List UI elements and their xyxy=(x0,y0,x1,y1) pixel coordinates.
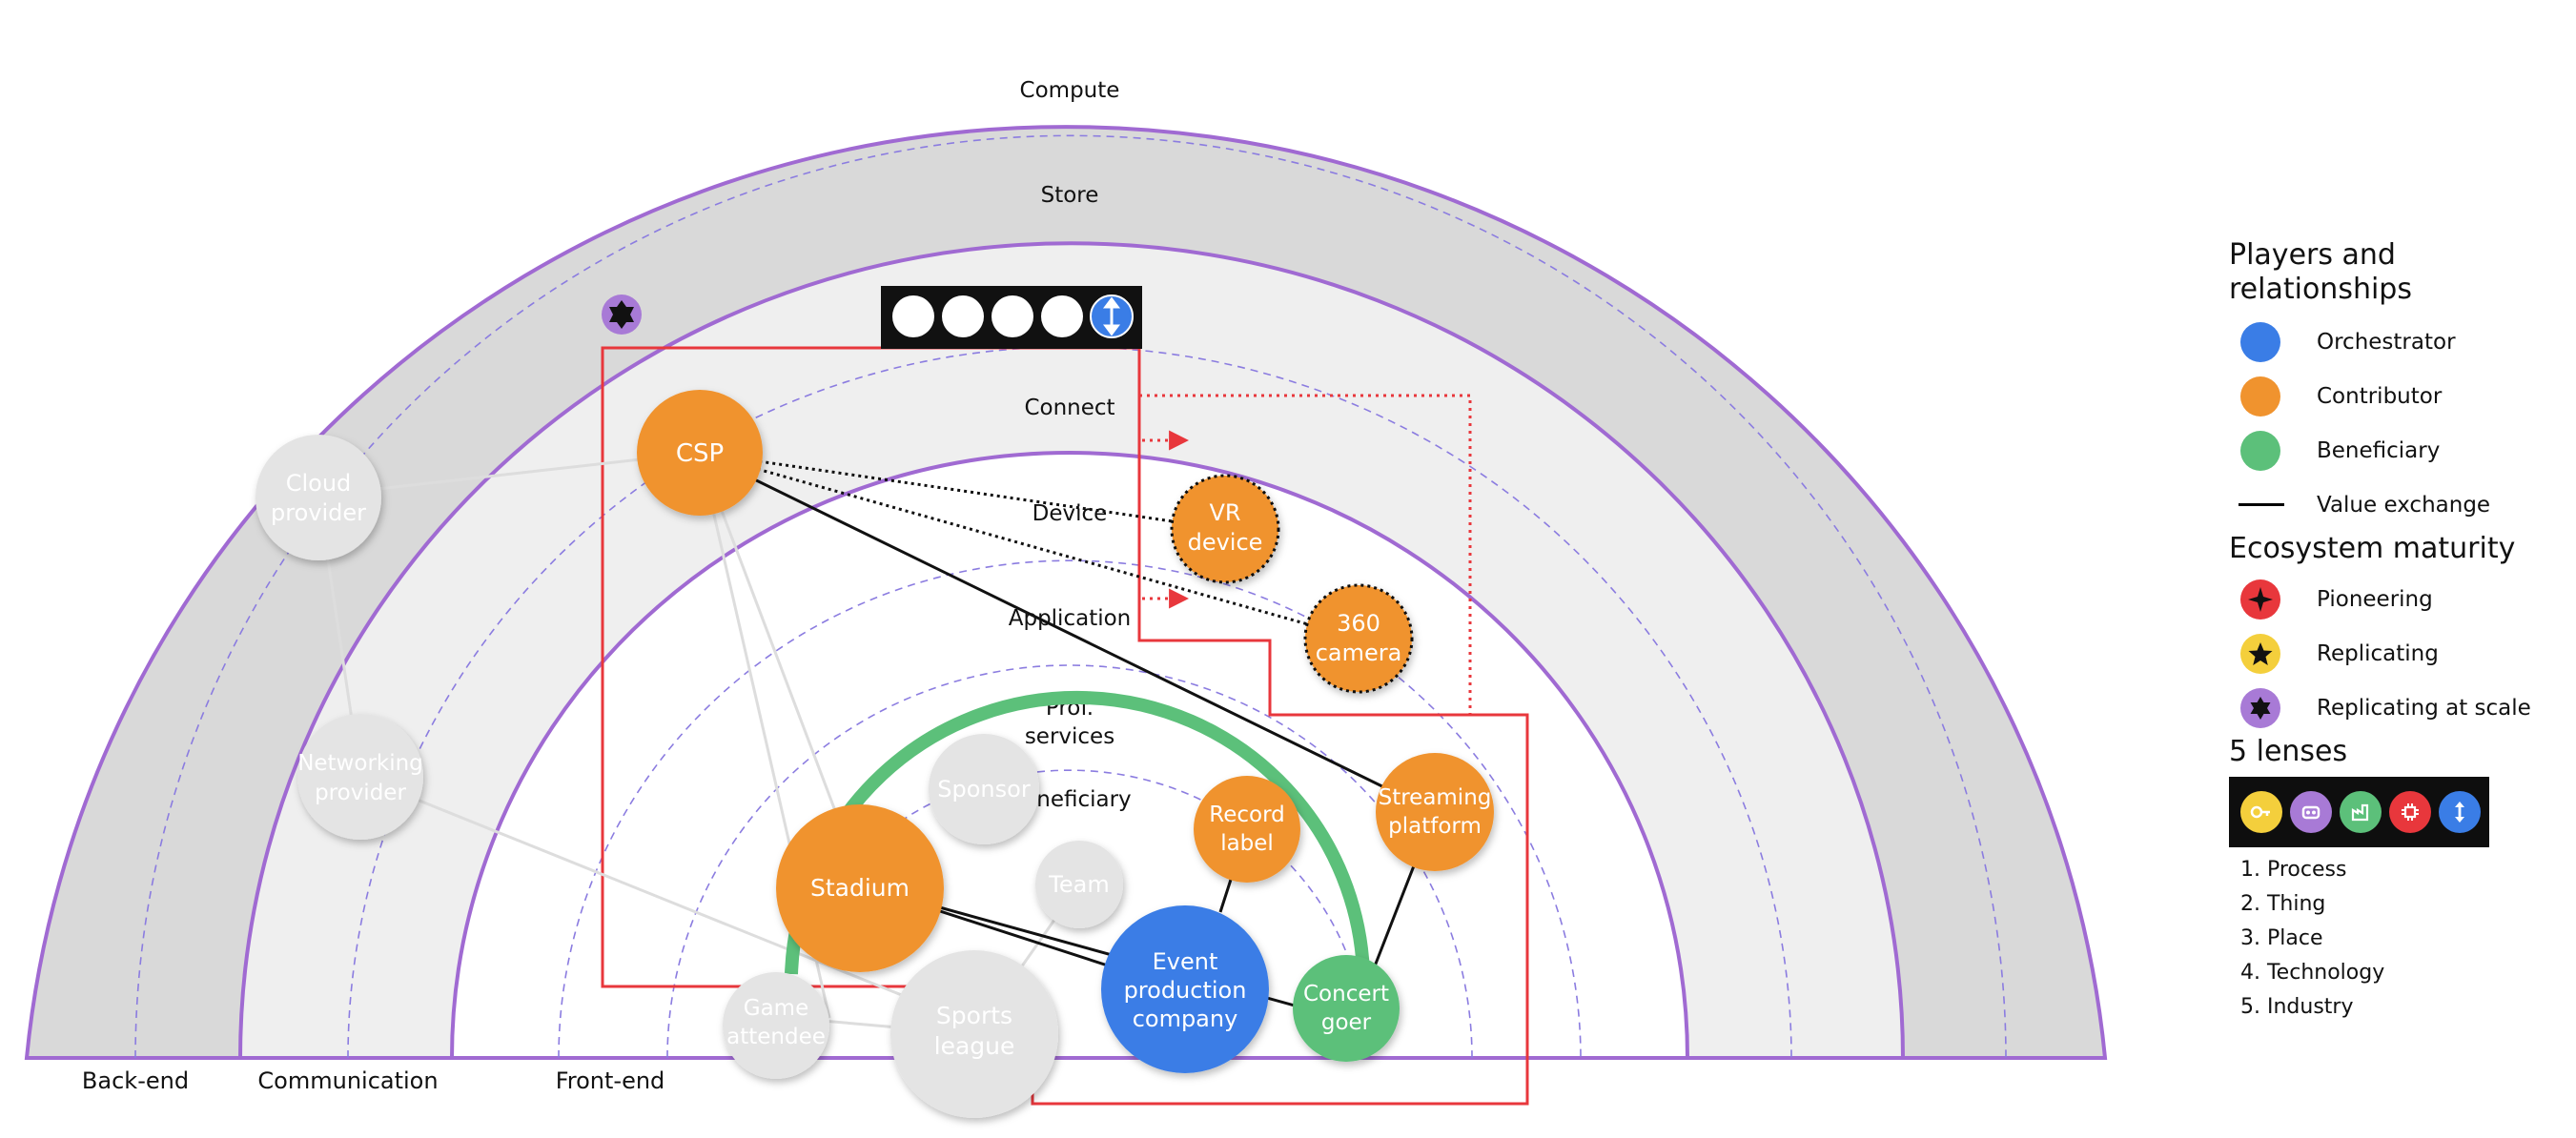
lens-item-process: 1. Process xyxy=(2240,858,2347,882)
legend-item-replicating: Replicating xyxy=(2229,626,2572,681)
node-vr-device: VR device xyxy=(1170,474,1280,584)
lens-item-thing: 2. Thing xyxy=(2240,892,2326,916)
node-game-attendee: Game attendee xyxy=(723,972,829,1079)
future-boundary xyxy=(1139,394,1472,715)
node-label-stadium: Stadium xyxy=(810,874,910,902)
node-label-record-label-2: label xyxy=(1220,831,1274,856)
contributor-swatch xyxy=(2240,376,2280,417)
node-label-networking-provider: Networking xyxy=(297,751,423,776)
five-point-star-icon xyxy=(2240,633,2280,674)
node-label-sports-league: Sports xyxy=(936,1002,1012,1029)
node-label-cloud-provider: Cloud xyxy=(286,470,352,497)
lenses-list: 1. Process 2. Thing 3. Place 4. Technolo… xyxy=(2229,853,2572,1025)
legend: Players and relationships Orchestrator C… xyxy=(2229,238,2572,1025)
legend-item-value-exchange: Value exchange xyxy=(2229,478,2572,532)
node-label-concert-goer: Concert xyxy=(1303,982,1389,1006)
node-sponsor: Sponsor xyxy=(929,734,1039,844)
node-csp: CSP xyxy=(637,390,763,516)
legend-title-maturity: Ecosystem maturity xyxy=(2229,532,2516,565)
node-networking-provider: Networking provider xyxy=(297,714,423,840)
potential-exchange-lines xyxy=(699,451,1360,640)
six-point-star-icon xyxy=(609,300,634,329)
layer-label-store: Store xyxy=(1041,183,1099,208)
bottom-label-front-end: Front-end xyxy=(556,1067,665,1094)
node-label-streaming-platform-2: platform xyxy=(1388,814,1482,839)
layer-label-prof-services-2: services xyxy=(1025,724,1114,749)
bottom-labels: Back-end Communication Front-end xyxy=(82,1067,664,1094)
legend-label-replicating: Replicating xyxy=(2317,640,2439,666)
node-label-game-attendee-2: attendee xyxy=(726,1025,826,1049)
legend-item-replicating-at-scale: Replicating at scale xyxy=(2229,681,2572,735)
layer-label-connect: Connect xyxy=(1024,396,1114,420)
node-label-concert-goer-2: goer xyxy=(1321,1010,1372,1035)
legend-label-replicating-at-scale: Replicating at scale xyxy=(2317,695,2531,721)
node-label-event-production-company-2: production xyxy=(1124,977,1247,1004)
node-label-game-attendee: Game xyxy=(744,996,808,1021)
layer-label-application: Application xyxy=(1009,606,1132,631)
node-team: Team xyxy=(1035,841,1123,928)
process-lens-icon xyxy=(2240,791,2282,833)
layer-label-compute: Compute xyxy=(1020,78,1120,103)
lens-item-industry: 5. Industry xyxy=(2240,995,2354,1019)
node-label-streaming-platform: Streaming xyxy=(1379,785,1492,810)
legend-item-orchestrator: Orchestrator xyxy=(2229,315,2572,369)
lens-item-place: 3. Place xyxy=(2240,926,2323,950)
node-label-vr-device-2: device xyxy=(1188,529,1263,556)
beneficiary-swatch xyxy=(2240,430,2280,471)
diagram-lens-bar xyxy=(881,286,1142,349)
technology-lens-icon xyxy=(2389,791,2431,833)
legend-title-players: Players and relationships xyxy=(2229,238,2412,306)
six-point-star-icon xyxy=(2240,687,2280,728)
legend-item-pioneering: Pioneering xyxy=(2229,572,2572,626)
lenses-bar xyxy=(2229,777,2489,847)
node-label-team: Team xyxy=(1048,871,1109,898)
layer-label-device: Device xyxy=(1032,501,1108,526)
node-label-sponsor: Sponsor xyxy=(937,776,1031,803)
node-label-event-production-company-3: company xyxy=(1133,1006,1238,1032)
node-label-networking-provider-2: provider xyxy=(315,781,406,805)
node-360-camera: 360 camera xyxy=(1303,583,1414,694)
node-label-sports-league-2: league xyxy=(934,1032,1015,1060)
legend-label-beneficiary: Beneficiary xyxy=(2317,437,2441,463)
legend-item-contributor: Contributor xyxy=(2229,369,2572,423)
node-label-360-camera: 360 xyxy=(1337,610,1380,637)
node-event-production-company: Event production company xyxy=(1101,905,1269,1073)
node-label-vr-device: VR xyxy=(1209,499,1240,526)
replicating-at-scale-badge xyxy=(602,295,642,335)
orchestrator-swatch xyxy=(2240,321,2280,362)
value-exchange-line-icon xyxy=(2239,503,2284,506)
node-label-event-production-company: Event xyxy=(1153,948,1218,975)
ecosystem-boundary xyxy=(601,346,1529,1106)
industry-lens-icon xyxy=(2439,791,2481,833)
legend-label-value-exchange: Value exchange xyxy=(2317,492,2491,518)
node-label-csp: CSP xyxy=(676,439,724,468)
legend-title-lenses: 5 lenses xyxy=(2229,735,2348,768)
bottom-label-back-end: Back-end xyxy=(82,1067,189,1094)
thing-lens-icon xyxy=(2290,791,2332,833)
node-label-360-camera-2: camera xyxy=(1316,640,1402,666)
legend-label-orchestrator: Orchestrator xyxy=(2317,329,2456,355)
legend-label-contributor: Contributor xyxy=(2317,383,2443,409)
node-cloud-provider: Cloud provider xyxy=(256,435,381,560)
node-label-cloud-provider-2: provider xyxy=(271,499,366,526)
industry-lens-icon xyxy=(1103,296,1120,336)
legend-label-pioneering: Pioneering xyxy=(2317,586,2433,612)
legend-item-beneficiary: Beneficiary xyxy=(2229,423,2572,478)
node-sports-league: Sports league xyxy=(890,950,1058,1118)
layer-labels: Compute Store Connect Device Application… xyxy=(1008,78,1131,812)
node-label-record-label: Record xyxy=(1209,803,1284,827)
node-record-label: Record label xyxy=(1194,776,1300,883)
bottom-label-communication: Communication xyxy=(257,1067,438,1094)
node-stadium: Stadium xyxy=(776,804,944,972)
node-concert-goer: Concert goer xyxy=(1293,955,1400,1062)
four-point-star-icon xyxy=(2240,579,2280,620)
place-lens-icon xyxy=(2340,791,2382,833)
lens-item-technology: 4. Technology xyxy=(2240,961,2385,985)
node-streaming-platform: Streaming platform xyxy=(1376,753,1494,871)
